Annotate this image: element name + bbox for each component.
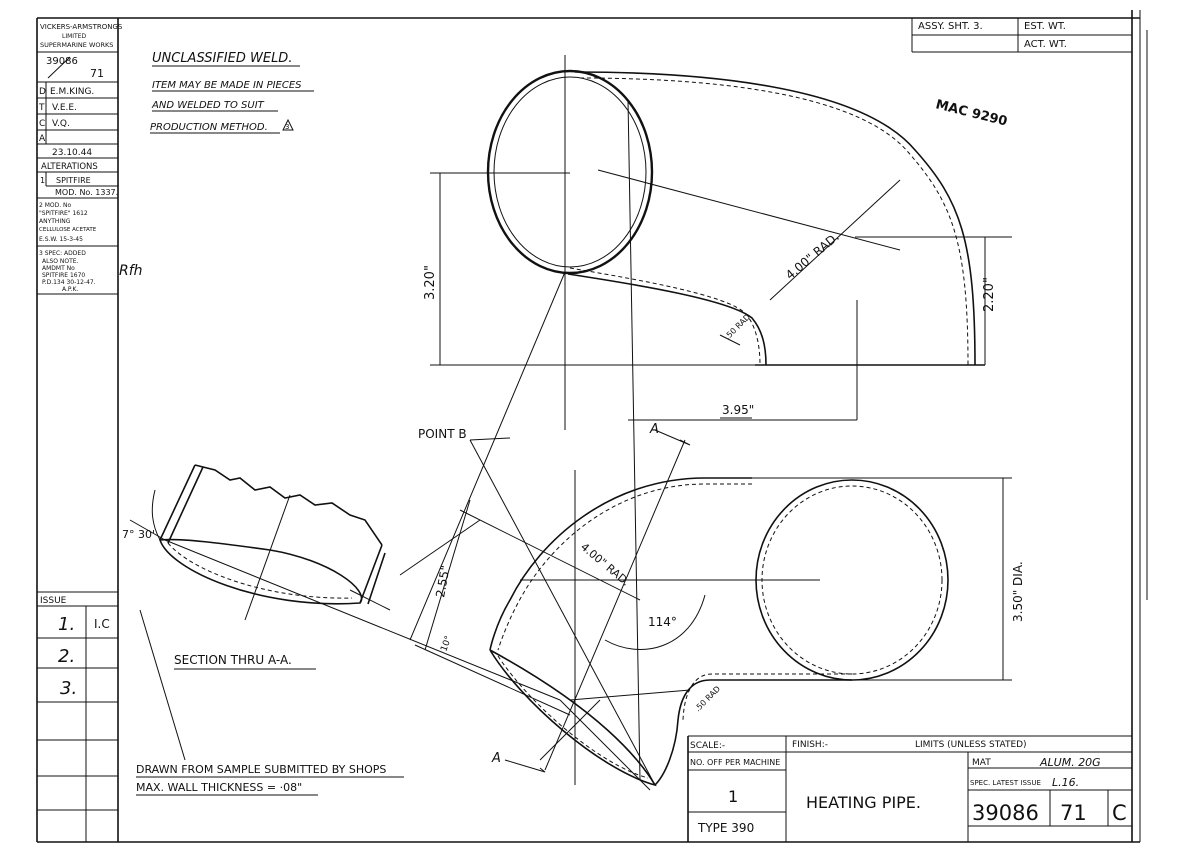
checked-key: C [39,119,45,129]
issue-1-number: 1. [58,614,75,635]
finish-label: FINISH:- [792,740,828,750]
weight-box: ASSY. SHT. 3. EST. WT. ACT. WT. [911,18,1132,53]
issue-title: ISSUE [40,596,67,606]
material-stamp: MAC 9290 [934,97,1009,129]
right-height-dimension: 2.20" [982,277,997,312]
checked-value: V.Q. [52,119,70,129]
point-b-label: POINT B [418,427,467,441]
drawing-title: HEATING PIPE. [806,793,921,812]
elbow-plan-view [414,429,1012,791]
alteration-1-line-1: SPITFIRE [56,176,91,185]
mid-width-dimension: 3.95" [722,403,754,417]
alteration-1-number: 1 [40,176,45,185]
alteration-2-line-5: E.S.W. 15-3-45 [39,236,83,243]
side-info-box: VICKERS-ARMSTRONGS LIMITED SUPERMARINE W… [37,23,143,842]
elbow-side-view [430,55,1012,781]
traced-value: V.E.E. [52,103,77,113]
weld-notes: UNCLASSIFIED WELD. ITEM MAY BE MADE IN P… [150,51,314,134]
sheet-number: 71 [1060,801,1087,825]
estimated-weight-label: EST. WT. [1024,21,1066,32]
type-label: TYPE 390 [697,821,754,835]
drawing-date: 23.10.44 [52,148,92,158]
issue-letter: C [1112,801,1127,825]
side-drawing-number-top: 39086 [46,56,78,67]
bottom-small-radius: .50 RAD [693,684,722,713]
small-angle-label: 10° [439,635,454,653]
alteration-3-line-5: P.D.134 30-12-47. [42,279,96,286]
alteration-3-line-1: 3 SPEC: ADDED [39,250,86,257]
assembly-sheet: ASSY. SHT. 3. [918,21,983,32]
actual-weight-label: ACT. WT. [1024,39,1067,50]
section-mark-top: A [649,422,659,437]
drawing-number: 39086 [972,801,1039,825]
alteration-1-line-2: MOD. No. 1337. [55,188,118,197]
alteration-2-line-2: "SPITFIRE" 1612 [39,210,88,217]
alteration-2-line-3: ANYTHING [39,218,71,225]
material-value: ALUM. 20G [1039,756,1101,769]
spec-label: SPEC. LATEST ISSUE [970,779,1041,787]
left-height-dimension: 3.20" [423,265,438,300]
notes-line-3: PRODUCTION METHOD. [150,122,268,133]
top-small-radius: .50 RAD [723,312,752,341]
notes-line-1: ITEM MAY BE MADE IN PIECES [152,80,302,91]
scale-label: SCALE:- [690,741,725,751]
section-a-a [129,464,391,621]
no-off-value: 1 [728,787,738,806]
material-label: MAT [972,758,991,768]
alteration-2-line-1: 2 MOD. No [39,202,72,209]
large-angle-label: 114° [648,615,677,629]
company-name-line-1: VICKERS-ARMSTRONGS [40,23,123,31]
notes-line-2: AND WELDED TO SUIT [151,100,265,111]
drawn-value: E.M.KING. [50,87,94,97]
note-reference-number: 3 [285,123,289,131]
section-label: SECTION THRU A-A. [174,653,292,667]
alteration-3-line-6: A.P.K. [62,286,78,293]
alteration-3-line-2: ALSO NOTE. [42,258,79,265]
bottom-radius-dimension: 4.00" RAD. [578,540,632,588]
issue-2-number: 2. [58,646,75,667]
traced-key: T [38,103,45,113]
top-radius-dimension: 4.00" RAD. [783,230,842,283]
company-name-line-2: LIMITED [62,33,87,40]
alteration-2-line-4: CELLULOSE ACETATE [39,227,97,233]
footer-note-1: DRAWN FROM SAMPLE SUBMITTED BY SHOPS [136,763,386,776]
title-block: SCALE:- FINISH:- LIMITS (UNLESS STATED) … [687,735,1132,842]
alteration-3-line-4: SPITFIRE 1670 [42,272,85,279]
issue-1-by: I.C [94,617,110,631]
alteration-3-line-3: AMDMT No [42,265,75,272]
approved-key: A [39,134,46,144]
alterations-title: ALTERATIONS [41,162,98,172]
handwritten-initials: Rfh [119,263,143,279]
company-name-line-3: SUPERMARINE WORKS [40,41,113,49]
bottom-height-dimension: 2.55" [433,564,452,598]
sheet-border [36,10,1148,843]
side-drawing-number-bottom: 71 [90,67,104,80]
projection-lines [139,271,566,761]
limits-label: LIMITS (UNLESS STATED) [915,740,1027,750]
issue-3-number: 3. [60,678,77,699]
spec-value: L.16. [1052,776,1079,789]
no-off-label: NO. OFF PER MACHINE [690,758,780,767]
drawn-key: D [39,87,46,97]
diameter-dimension: 3.50" DIA. [1011,561,1025,622]
notes-title: UNCLASSIFIED WELD. [152,51,292,66]
section-angle-label: 7° 30' [122,528,155,541]
section-mark-bottom: A [491,751,501,766]
footer-note-2: MAX. WALL THICKNESS = ·08" [136,781,302,794]
